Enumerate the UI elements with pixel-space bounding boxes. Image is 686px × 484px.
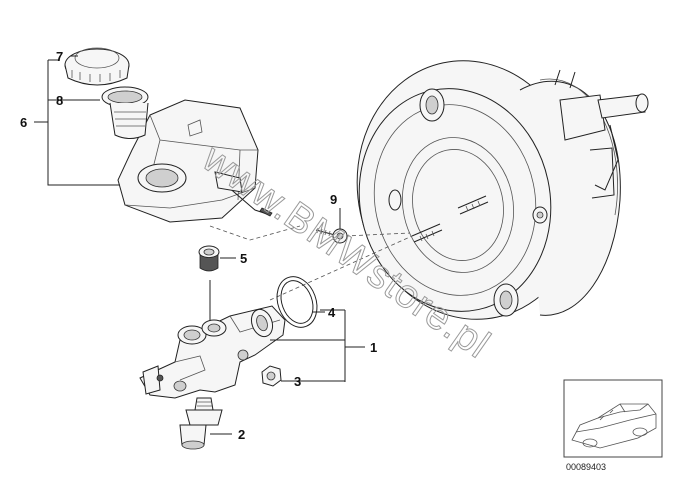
reservoir-cap	[64, 47, 130, 86]
callout-9: 9	[330, 192, 337, 207]
leader-lines	[34, 55, 365, 435]
callout-4: 4	[328, 305, 336, 320]
callout-labels: 7 8 6 9 5 4 1 3 2	[20, 49, 377, 442]
callout-1: 1	[370, 340, 377, 355]
alignment-lines	[209, 225, 413, 320]
filter-screen	[101, 86, 149, 139]
image-number: 00089403	[566, 462, 606, 472]
grommet	[198, 245, 220, 272]
callout-2: 2	[238, 427, 245, 442]
brake-fluid-reservoir	[117, 99, 273, 223]
callout-3: 3	[294, 374, 301, 389]
brake-master-cylinder	[139, 305, 286, 399]
callout-7: 7	[56, 49, 63, 64]
nut	[261, 365, 282, 387]
brake-booster	[356, 60, 649, 320]
sensor	[179, 397, 223, 450]
callout-5: 5	[240, 251, 247, 266]
callout-8: 8	[56, 93, 63, 108]
callout-6: 6	[20, 115, 27, 130]
vehicle-thumbnail	[563, 379, 663, 458]
screw	[315, 227, 348, 244]
o-ring	[276, 276, 318, 328]
